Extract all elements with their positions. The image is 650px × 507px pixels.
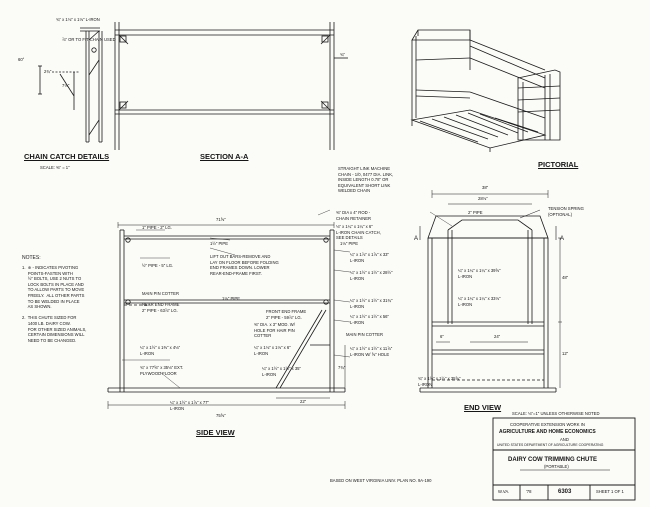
title-block-year: '78: [526, 489, 532, 494]
section-aa-title: SECTION A-A: [200, 152, 249, 161]
side-label-lift-out: LIFT OUT BARS-REMOVE AND LAY ON FLOOR BE…: [210, 254, 279, 276]
end-label-pipe: 2" PIPE: [468, 210, 483, 215]
side-label-pipe3: 1½" PIPE: [210, 241, 229, 246]
title-block-org-4: UNITED STATES DEPARTMENT OF AGRICULTURE …: [497, 443, 604, 447]
sheet-number: SHEET 1 OF 1: [596, 489, 624, 494]
side-label-iron-c: ¼" x 1½" x 1½" x 35" L-IRON: [262, 366, 302, 377]
end-dim-28: 28⅛": [478, 196, 488, 201]
side-label-iron-d: ¼" x 1½" x 1⅞" x 77" L-IRON: [170, 400, 210, 411]
end-dim-12: 12": [562, 351, 569, 356]
chain-catch-label-iron: ¾" x 1⅛" x 1⅛" L-IRON: [56, 17, 100, 22]
side-label-pipe1: 1" PIPE - 2" LG.: [142, 225, 172, 230]
end-label-chain: STRAIGHT LINK MACHINE CHAIN - 1/0, 0477 …: [338, 166, 394, 194]
side-label-iron-a: ¼" x 1½" x 1⅜" x 4⅛" L-IRON: [140, 345, 181, 356]
chain-catch-label-fit: ⅞" OR TO FIT CHAIN USED: [62, 37, 116, 42]
end-dim-38: 38": [482, 185, 489, 190]
side-label-right-8: ¼" x 1½" x 1½" x 11⅞" L-IRON W/ ⅝" HOLE: [350, 346, 393, 357]
end-label-iron-v: ¼" x 1¼" x 1¼" x 39⅝" L-IRON: [458, 268, 501, 279]
side-label-rear-frame: REAR END FRAME 2" PIPE - 63⅞" LG.: [142, 302, 180, 313]
side-label-right-5: ¼" x 1½" x 1½" x 28½" L-IRON: [350, 270, 393, 281]
notes-body: 1. ⊕ - INDICATES PIVOTING POINTS-FASTEN …: [22, 265, 87, 343]
side-label-floor: ¾" x 77⅝" x 35⅛" EXT. PLYWOOD FLOOR: [140, 365, 184, 376]
side-label-front-frame: FRONT END FRAME 2" PIPE - 59⅞" LG.: [266, 309, 307, 320]
end-view-drawing: [419, 190, 562, 393]
end-section-mark-right: A: [560, 236, 565, 242]
based-on-note: BASED ON WEST VIRGINIA UNIV. PLAN NO. 9A…: [330, 478, 432, 483]
chain-catch-label-dim2: 7⅛": [62, 83, 70, 88]
end-view-title: END VIEW: [464, 403, 502, 412]
drawing-subtitle: (PORTABLE): [544, 464, 569, 469]
side-dim-bottom: 75⅝": [216, 413, 226, 418]
pictorial-title: PICTORIAL: [538, 160, 579, 169]
drawing-number: 6303: [558, 489, 572, 495]
section-aa-label: ¾": [340, 52, 345, 57]
side-dim-22: 22": [300, 399, 307, 404]
drawing-title: DAIRY COW TRIMMING CHUTE: [508, 457, 597, 463]
side-dim-side: 7¾": [338, 365, 346, 370]
title-block-org-2: AGRICULTURE AND HOME ECONOMICS: [499, 429, 596, 435]
side-label-pipe4: 1⅛" PIPE: [222, 296, 241, 301]
title-block-org-1: COOPERATIVE EXTENSION WORK IN: [510, 422, 585, 427]
scale-note: SCALE: ⅛"=1" UNLESS OTHERWISE NOTED: [512, 411, 600, 416]
side-label-right-7: ¼" x 1½" x 1½" x 56" L-IRON: [350, 314, 390, 325]
notes-title: NOTES:: [22, 255, 41, 261]
side-label-right-6: ¼" x 1½" x 1½" x 31¾" L-IRON: [350, 298, 393, 309]
end-label-spring: TENSION SPRING (OPTIONAL): [548, 206, 584, 217]
chain-catch-label-angle: 60°: [18, 57, 25, 62]
side-dim-top: 71⅝": [216, 217, 226, 222]
chain-catch-label-dim1: 2¾": [44, 69, 52, 74]
side-label-right-1: ⅜" DIA x 4" ROD - CHAIN RETAINER: [336, 210, 372, 221]
side-label-right-2: ⅛" x 1¼" x 1¼" x 6" L-IRON CHAIN CATCH, …: [336, 224, 381, 241]
end-dim-6: 6": [440, 334, 444, 339]
side-label-main-pin-2: MAIN PIN COTTER: [346, 332, 383, 337]
end-label-iron-bottom: ¾" x 1½" x 1½" x 35⅝" L-IRON: [418, 376, 461, 387]
side-label-main-pin: MAIN PIN COTTER: [142, 291, 179, 296]
end-dim-24: 24": [494, 334, 501, 339]
side-label-right-4: ¼" x 1⅞" x 1⅞" x 33" L-IRON: [350, 252, 390, 263]
chain-catch-title: CHAIN CATCH DETAILS: [24, 152, 110, 161]
end-dim-48: 48": [562, 275, 569, 280]
title-block-frame: [492, 417, 636, 501]
end-label-iron-v2: ¼" x 1¼" x 1¼" x 33⅛" L-IRON: [458, 296, 501, 307]
side-view-title: SIDE VIEW: [196, 428, 235, 437]
title-block-drawn: W.VA.: [498, 489, 510, 494]
side-label-flat-bar: ⅜" DIA. x 3" MOD. W/ HOLE FOR HAIR PIN C…: [254, 322, 295, 339]
chain-catch-drawing: [38, 27, 103, 143]
title-block-org-3: AND: [560, 437, 569, 442]
end-section-mark-left: A: [414, 236, 419, 242]
side-label-iron-b: ¼" x 1⅛" x 1⅛" x 6" L-IRON: [254, 345, 291, 356]
side-view-drawing: [107, 209, 351, 409]
section-aa-drawing: [114, 22, 348, 150]
side-label-right-3: 1⅛" PIPE: [340, 241, 359, 246]
chain-catch-scale: SCALE: ⅜" = 1": [40, 165, 70, 170]
pictorial-drawing: [410, 29, 561, 152]
side-label-pipe2: ½" PIPE - 5" LG.: [142, 263, 174, 268]
